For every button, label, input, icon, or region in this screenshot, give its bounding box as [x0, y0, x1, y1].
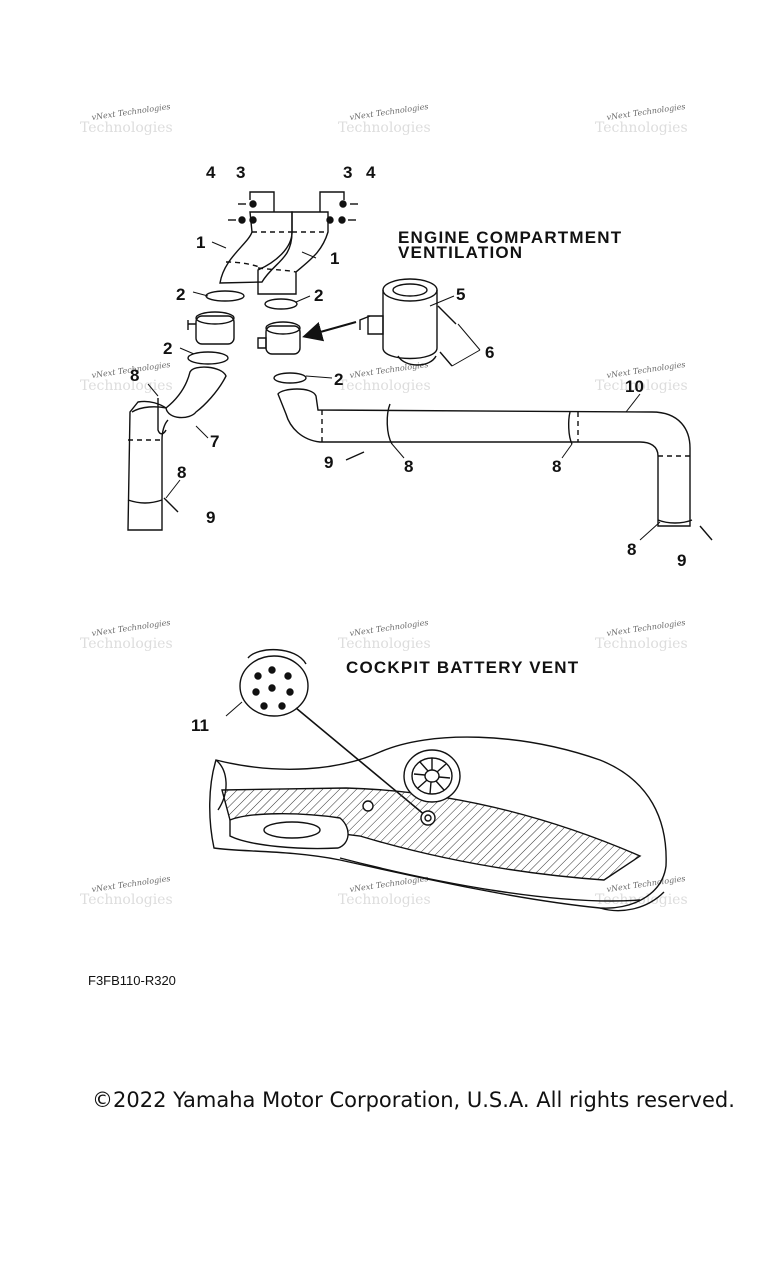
- callout-2: 2: [163, 339, 172, 358]
- watermark-text: vNext Technologies: [91, 618, 171, 638]
- left-elbow-duct: [219, 211, 293, 284]
- callout-9: 9: [677, 551, 686, 570]
- screw: [699, 525, 713, 541]
- callout-2: 2: [176, 285, 185, 304]
- engine-section-title-line1: ENGINE COMPARTMENT: [398, 228, 622, 247]
- watermark-text: vNext Technologies: [91, 102, 171, 122]
- callout-4: 4: [366, 163, 376, 182]
- callout-8: 8: [404, 457, 413, 476]
- strap: [657, 519, 693, 524]
- callout-8: 8: [552, 457, 561, 476]
- watermark: Technologies vNext Technologies: [338, 618, 431, 652]
- strap: [157, 398, 167, 435]
- watermark: Technologies vNext Technologies: [80, 618, 173, 652]
- callout-7: 7: [210, 432, 219, 451]
- watermark-text-bg: Technologies: [80, 378, 173, 394]
- leader-lines: [147, 241, 661, 541]
- watermark-text: vNext Technologies: [606, 874, 686, 894]
- callout-2: 2: [334, 370, 343, 389]
- callout-11: 11: [191, 716, 209, 735]
- engine-section-title-line2: VENTILATION: [398, 243, 523, 262]
- watermark-text-bg: Technologies: [80, 892, 173, 908]
- copyright-notice: ©2022 Yamaha Motor Corporation, U.S.A. A…: [92, 1088, 735, 1112]
- screws-top: [228, 191, 358, 224]
- watermark-text: vNext Technologies: [606, 618, 686, 638]
- callout-3: 3: [236, 163, 245, 182]
- watermark-text-bg: Technologies: [80, 120, 173, 136]
- clamp-ring: [273, 372, 307, 384]
- watermark-text: vNext Technologies: [349, 360, 429, 380]
- watermark: Technologies vNext Technologies: [595, 874, 688, 908]
- strap: [127, 499, 163, 504]
- leader-line: [225, 701, 243, 717]
- callout-5: 5: [456, 285, 465, 304]
- long-duct: [277, 388, 691, 527]
- screw: [345, 451, 365, 461]
- watermark: Technologies vNext Technologies: [80, 360, 173, 394]
- vent-cap: [239, 648, 309, 717]
- watermark-text-bg: Technologies: [338, 378, 431, 394]
- watermark-text: vNext Technologies: [91, 874, 171, 894]
- watermark: Technologies vNext Technologies: [595, 102, 688, 136]
- cockpit-section-title: COCKPIT BATTERY VENT: [346, 658, 579, 677]
- callout-1: 1: [196, 233, 205, 252]
- watermark-text: vNext Technologies: [349, 102, 429, 122]
- watercraft-hull: [209, 736, 667, 912]
- watermark-text: vNext Technologies: [606, 360, 686, 380]
- hatch-vent-wheel: [403, 749, 461, 803]
- watermark-text-bg: Technologies: [338, 120, 431, 136]
- clamp-ring: [264, 298, 298, 310]
- clamp-ring: [205, 290, 245, 302]
- right-elbow-duct: [257, 211, 329, 295]
- callout-10: 10: [625, 377, 644, 396]
- watermark-text-bg: Technologies: [338, 892, 431, 908]
- callout-3: 3: [343, 163, 352, 182]
- cockpit-vent-drawing: [209, 648, 667, 912]
- parts-diagram: Technologies vNext Technologies Technolo…: [80, 102, 713, 912]
- clamp-ring: [187, 351, 229, 365]
- screw: [439, 351, 453, 367]
- screw: [163, 497, 179, 513]
- strap: [567, 411, 573, 445]
- callout-8: 8: [130, 366, 139, 385]
- callout-4: 4: [206, 163, 216, 182]
- watermark-text: vNext Technologies: [606, 102, 686, 122]
- callout-1: 1: [330, 249, 339, 268]
- watermark-text-bg: Technologies: [595, 636, 688, 652]
- diagram-code: F3FB110-R320: [88, 973, 176, 988]
- watermark-text-bg: Technologies: [80, 636, 173, 652]
- engine-ventilation-drawing: [127, 191, 713, 541]
- callout-8: 8: [177, 463, 186, 482]
- callout-9: 9: [206, 508, 215, 527]
- watermark-text-bg: Technologies: [595, 120, 688, 136]
- blower-motor: [359, 278, 438, 366]
- watermark: Technologies vNext Technologies: [80, 102, 173, 136]
- watermark: Technologies vNext Technologies: [595, 618, 688, 652]
- screw: [437, 305, 457, 325]
- watermark: Technologies vNext Technologies: [338, 874, 431, 908]
- strap: [386, 403, 393, 445]
- callout-6: 6: [485, 343, 494, 362]
- callout-8: 8: [627, 540, 636, 559]
- watermark: Technologies vNext Technologies: [80, 874, 173, 908]
- right-blower-adapter: [257, 321, 301, 355]
- callout-numbers: 4 3 3 4 1 1 2 2 2 2 5 6 8 7 10 9 8 8 8 9…: [130, 163, 686, 735]
- watermark: Technologies vNext Technologies: [338, 102, 431, 136]
- callout-9: 9: [324, 453, 333, 472]
- callout-2: 2: [314, 286, 323, 305]
- watermark-text-bg: Technologies: [595, 378, 688, 394]
- watermark-text-bg: Technologies: [338, 636, 431, 652]
- watermark-text: vNext Technologies: [349, 618, 429, 638]
- left-blower-adapter: [187, 311, 235, 345]
